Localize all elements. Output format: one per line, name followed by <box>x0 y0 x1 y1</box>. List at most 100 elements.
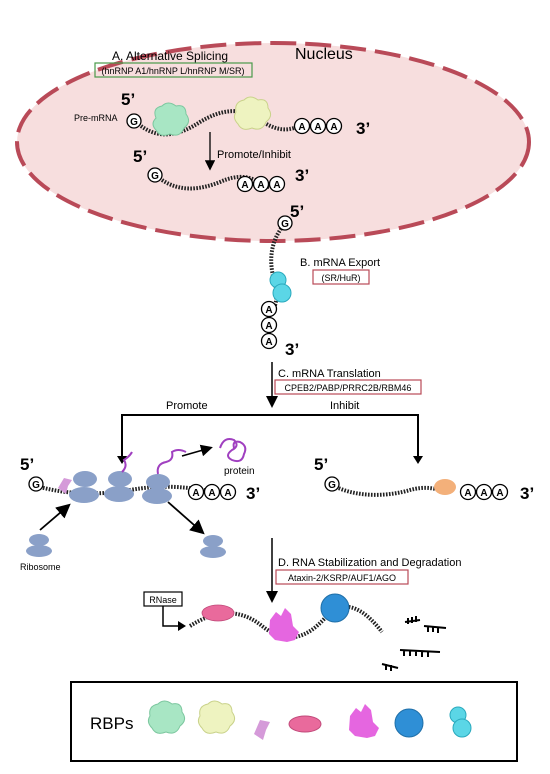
legend-pink-factor <box>254 720 270 740</box>
svg-text:A: A <box>257 180 264 191</box>
premrna-polya-tail: A A A <box>293 117 343 135</box>
promote-label: Promote <box>166 400 208 412</box>
export-three-prime: 3’ <box>285 340 299 359</box>
protein-arrow <box>181 444 213 457</box>
export-title: B. mRNA Export <box>300 257 380 269</box>
svg-text:A: A <box>298 122 305 133</box>
cyan-rbp <box>269 271 292 303</box>
premrna-strand <box>139 109 301 137</box>
premrna-cap: G <box>126 113 142 129</box>
legend-magenta-rbp <box>349 704 379 738</box>
svg-text:G: G <box>328 480 336 491</box>
svg-text:A: A <box>192 488 199 499</box>
legend-green-rbp <box>147 700 186 734</box>
svg-text:A: A <box>241 180 248 191</box>
promote-polya-tail: A A A <box>187 483 237 501</box>
svg-text:A: A <box>330 122 337 133</box>
ribosome-release-arrow <box>167 501 205 535</box>
ribosome-1 <box>69 471 99 503</box>
mrna-three-prime: 3’ <box>295 166 309 185</box>
svg-text:G: G <box>130 117 138 128</box>
splicing-title: A. Alternative Splicing <box>112 49 228 63</box>
rnase-arrowhead <box>178 621 186 631</box>
export-polya-tail: A A A <box>260 300 278 350</box>
green-rbp <box>152 102 190 136</box>
branch-line <box>121 414 419 458</box>
promote-five-prime: 5’ <box>20 455 34 474</box>
mrna-five-prime: 5’ <box>133 147 147 166</box>
export-factors-box <box>312 269 370 285</box>
rnase-label: RNase <box>149 595 177 605</box>
orange-rbp <box>434 479 456 495</box>
free-ribosome <box>26 534 52 557</box>
svg-text:G: G <box>151 171 159 182</box>
svg-text:A: A <box>314 122 321 133</box>
inhibit-five-prime: 5’ <box>314 455 328 474</box>
export-factors: (SR/HuR) <box>321 273 360 283</box>
svg-text:A: A <box>208 488 215 499</box>
nucleus-title: Nucleus <box>295 46 353 63</box>
promote-inhibit-label: Promote/Inhibit <box>217 149 291 161</box>
translation-factors: CPEB2/PABP/PRRC2B/RBM46 <box>285 383 412 393</box>
splicing-factors-box <box>94 62 253 78</box>
inhibit-strand <box>335 485 446 497</box>
rbp-legend: RBPs <box>70 681 518 762</box>
legend-cyan-rbp <box>449 706 472 738</box>
legend-pink-rbp <box>288 715 322 733</box>
promote-arrowhead <box>117 456 127 464</box>
mrna-polya-tail: A A A <box>236 175 286 193</box>
yellow-rbp <box>233 96 272 130</box>
svg-text:A: A <box>480 488 487 499</box>
stabilization-degradation: D. RNA Stabilization and Degradation Ata… <box>143 538 461 671</box>
svg-text:A: A <box>496 488 503 499</box>
export-cap: G <box>277 215 293 231</box>
mrna-translation: C. mRNA Translation CPEB2/PABP/PRRC2B/RB… <box>20 362 534 572</box>
mrna-cap: G <box>147 167 163 183</box>
peptide-chain-2 <box>156 449 187 475</box>
inhibit-polya-tail: A A A <box>459 483 509 501</box>
inhibit-cap: G <box>324 476 340 492</box>
released-ribosome <box>200 535 226 558</box>
stability-factors: Ataxin-2/KSRP/AUF1/AGO <box>288 573 396 583</box>
legend-yellow-rbp <box>197 700 236 734</box>
svg-text:A: A <box>265 321 272 332</box>
export-five-prime: 5’ <box>290 202 304 221</box>
svg-text:A: A <box>265 337 272 348</box>
ribosome-3 <box>142 474 172 504</box>
svg-text:A: A <box>273 180 280 191</box>
blue-rbp <box>320 593 350 623</box>
nucleus-membrane <box>15 41 531 243</box>
peptide-chain-1 <box>121 451 133 473</box>
nucleus: Nucleus A. Alternative Splicing (hnRNP A… <box>15 41 531 243</box>
premrna-three-prime: 3’ <box>356 119 370 138</box>
premrna-five-prime: 5’ <box>121 90 135 109</box>
stability-title: D. RNA Stabilization and Degradation <box>278 557 461 569</box>
inhibit-arrowhead <box>413 456 423 464</box>
promote-three-prime: 3’ <box>246 484 260 503</box>
mrna-export: 5’ G B. mRNA Export (SR/HuR) A A A 3’ <box>260 202 380 359</box>
splicing-factors: (hnRNP A1/hnRNP L/hnRNP M/SR) <box>101 66 244 76</box>
translation-title: C. mRNA Translation <box>278 368 381 380</box>
ribosome-2 <box>104 471 134 502</box>
svg-text:A: A <box>224 488 231 499</box>
inhibit-three-prime: 3’ <box>520 484 534 503</box>
svg-text:G: G <box>32 480 40 491</box>
inhibit-label: Inhibit <box>330 400 359 412</box>
rnase-arrow-line <box>162 606 180 627</box>
pink-rbp <box>201 604 235 622</box>
legend-title: RBPs <box>90 714 133 733</box>
svg-text:A: A <box>464 488 471 499</box>
promote-cap: G <box>28 476 44 492</box>
magenta-rbp <box>269 608 299 642</box>
translation-factors-box <box>274 379 422 395</box>
ribosome-label: Ribosome <box>20 562 61 572</box>
premrna-label: Pre-mRNA <box>74 113 118 123</box>
svg-text:G: G <box>281 219 289 230</box>
pink-initiation-factor <box>58 478 72 494</box>
svg-text:A: A <box>265 305 272 316</box>
legend-blue-rbp <box>394 708 424 738</box>
protein-label: protein <box>224 466 255 477</box>
stability-factors-box <box>275 569 409 585</box>
ribosome-assembly-arrow <box>39 503 71 531</box>
